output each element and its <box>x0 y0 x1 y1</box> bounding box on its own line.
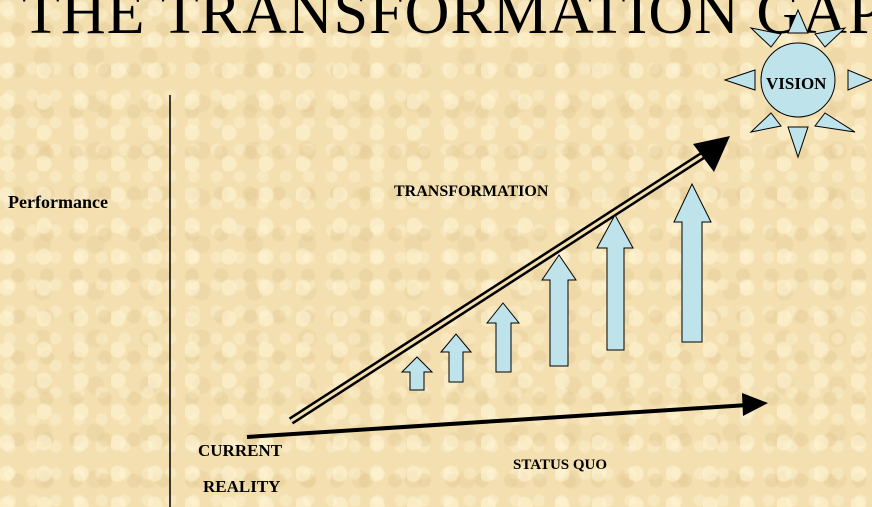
current-reality-label-line2: REALITY <box>203 477 281 496</box>
step-arrow-2 <box>439 333 473 383</box>
transformation-arrow <box>288 136 730 425</box>
performance-axis-label: Performance <box>8 192 108 212</box>
slide-title: THE TRANSFORMATION GAP <box>22 0 872 47</box>
status-quo-label: STATUS QUO <box>513 457 608 473</box>
step-arrow-3 <box>485 302 521 373</box>
current-reality-label-line1: CURRENT <box>198 441 283 460</box>
step-arrow-1 <box>400 356 434 391</box>
vision-label: VISION <box>766 74 827 93</box>
vision-sun-icon <box>723 8 872 159</box>
status-quo-arrow <box>246 393 768 439</box>
step-arrow-6 <box>673 182 712 343</box>
step-arrow-5 <box>596 213 634 351</box>
transformation-label: TRANSFORMATION <box>394 183 549 200</box>
step-arrow-4 <box>541 254 577 367</box>
